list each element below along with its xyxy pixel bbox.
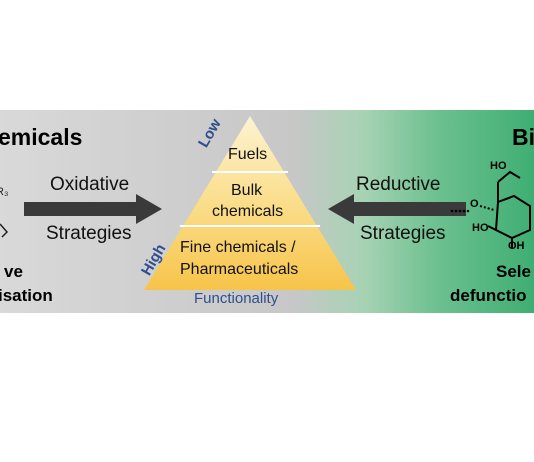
right-header-fragment: Bi: [512, 124, 534, 150]
right-bottom-line2: defunctio: [450, 286, 527, 305]
pyramid-tier-fine-line1: Fine chemicals /: [180, 239, 296, 256]
molecule-ho-left: HO: [472, 222, 489, 234]
molecule-oh-bottom: OH: [508, 240, 525, 252]
molecule-ho-top: HO: [490, 160, 507, 172]
left-bond-fragment: [0, 223, 9, 238]
left-formula-fragment: R₃: [0, 186, 9, 198]
right-bottom-line1: Sele: [496, 262, 531, 281]
right-arrow-label-line2: Strategies: [360, 223, 446, 244]
pyramid-tier-bulk-line1: Bulk: [231, 182, 263, 199]
left-arrow-label-line2: Strategies: [46, 223, 132, 244]
pyramid-tier-fine-line2: Pharmaceuticals: [180, 261, 299, 278]
left-bottom-line2: isation: [0, 286, 53, 305]
molecule-linker-dots: [450, 209, 470, 213]
left-pointing-arrow-icon: [328, 194, 466, 224]
background-band: emicals Bi R₃ ve isation Oxidative Strat…: [0, 110, 534, 313]
right-arrow-label-line1: Reductive: [356, 174, 441, 195]
left-arrow-label-line1: Oxidative: [50, 174, 130, 195]
pyramid-tier-fuels: Fuels: [228, 146, 268, 163]
left-bottom-line1: ve: [4, 262, 23, 281]
axis-functionality-label: Functionality: [194, 290, 279, 307]
left-header-fragment: emicals: [0, 124, 83, 150]
right-pointing-arrow-icon: [24, 194, 162, 224]
molecule-o-linker: O: [470, 198, 479, 210]
pyramid-tier-bulk-line2: chemicals: [212, 203, 284, 220]
glucose-molecule-icon: [479, 170, 531, 248]
functionality-pyramid: [144, 116, 356, 290]
